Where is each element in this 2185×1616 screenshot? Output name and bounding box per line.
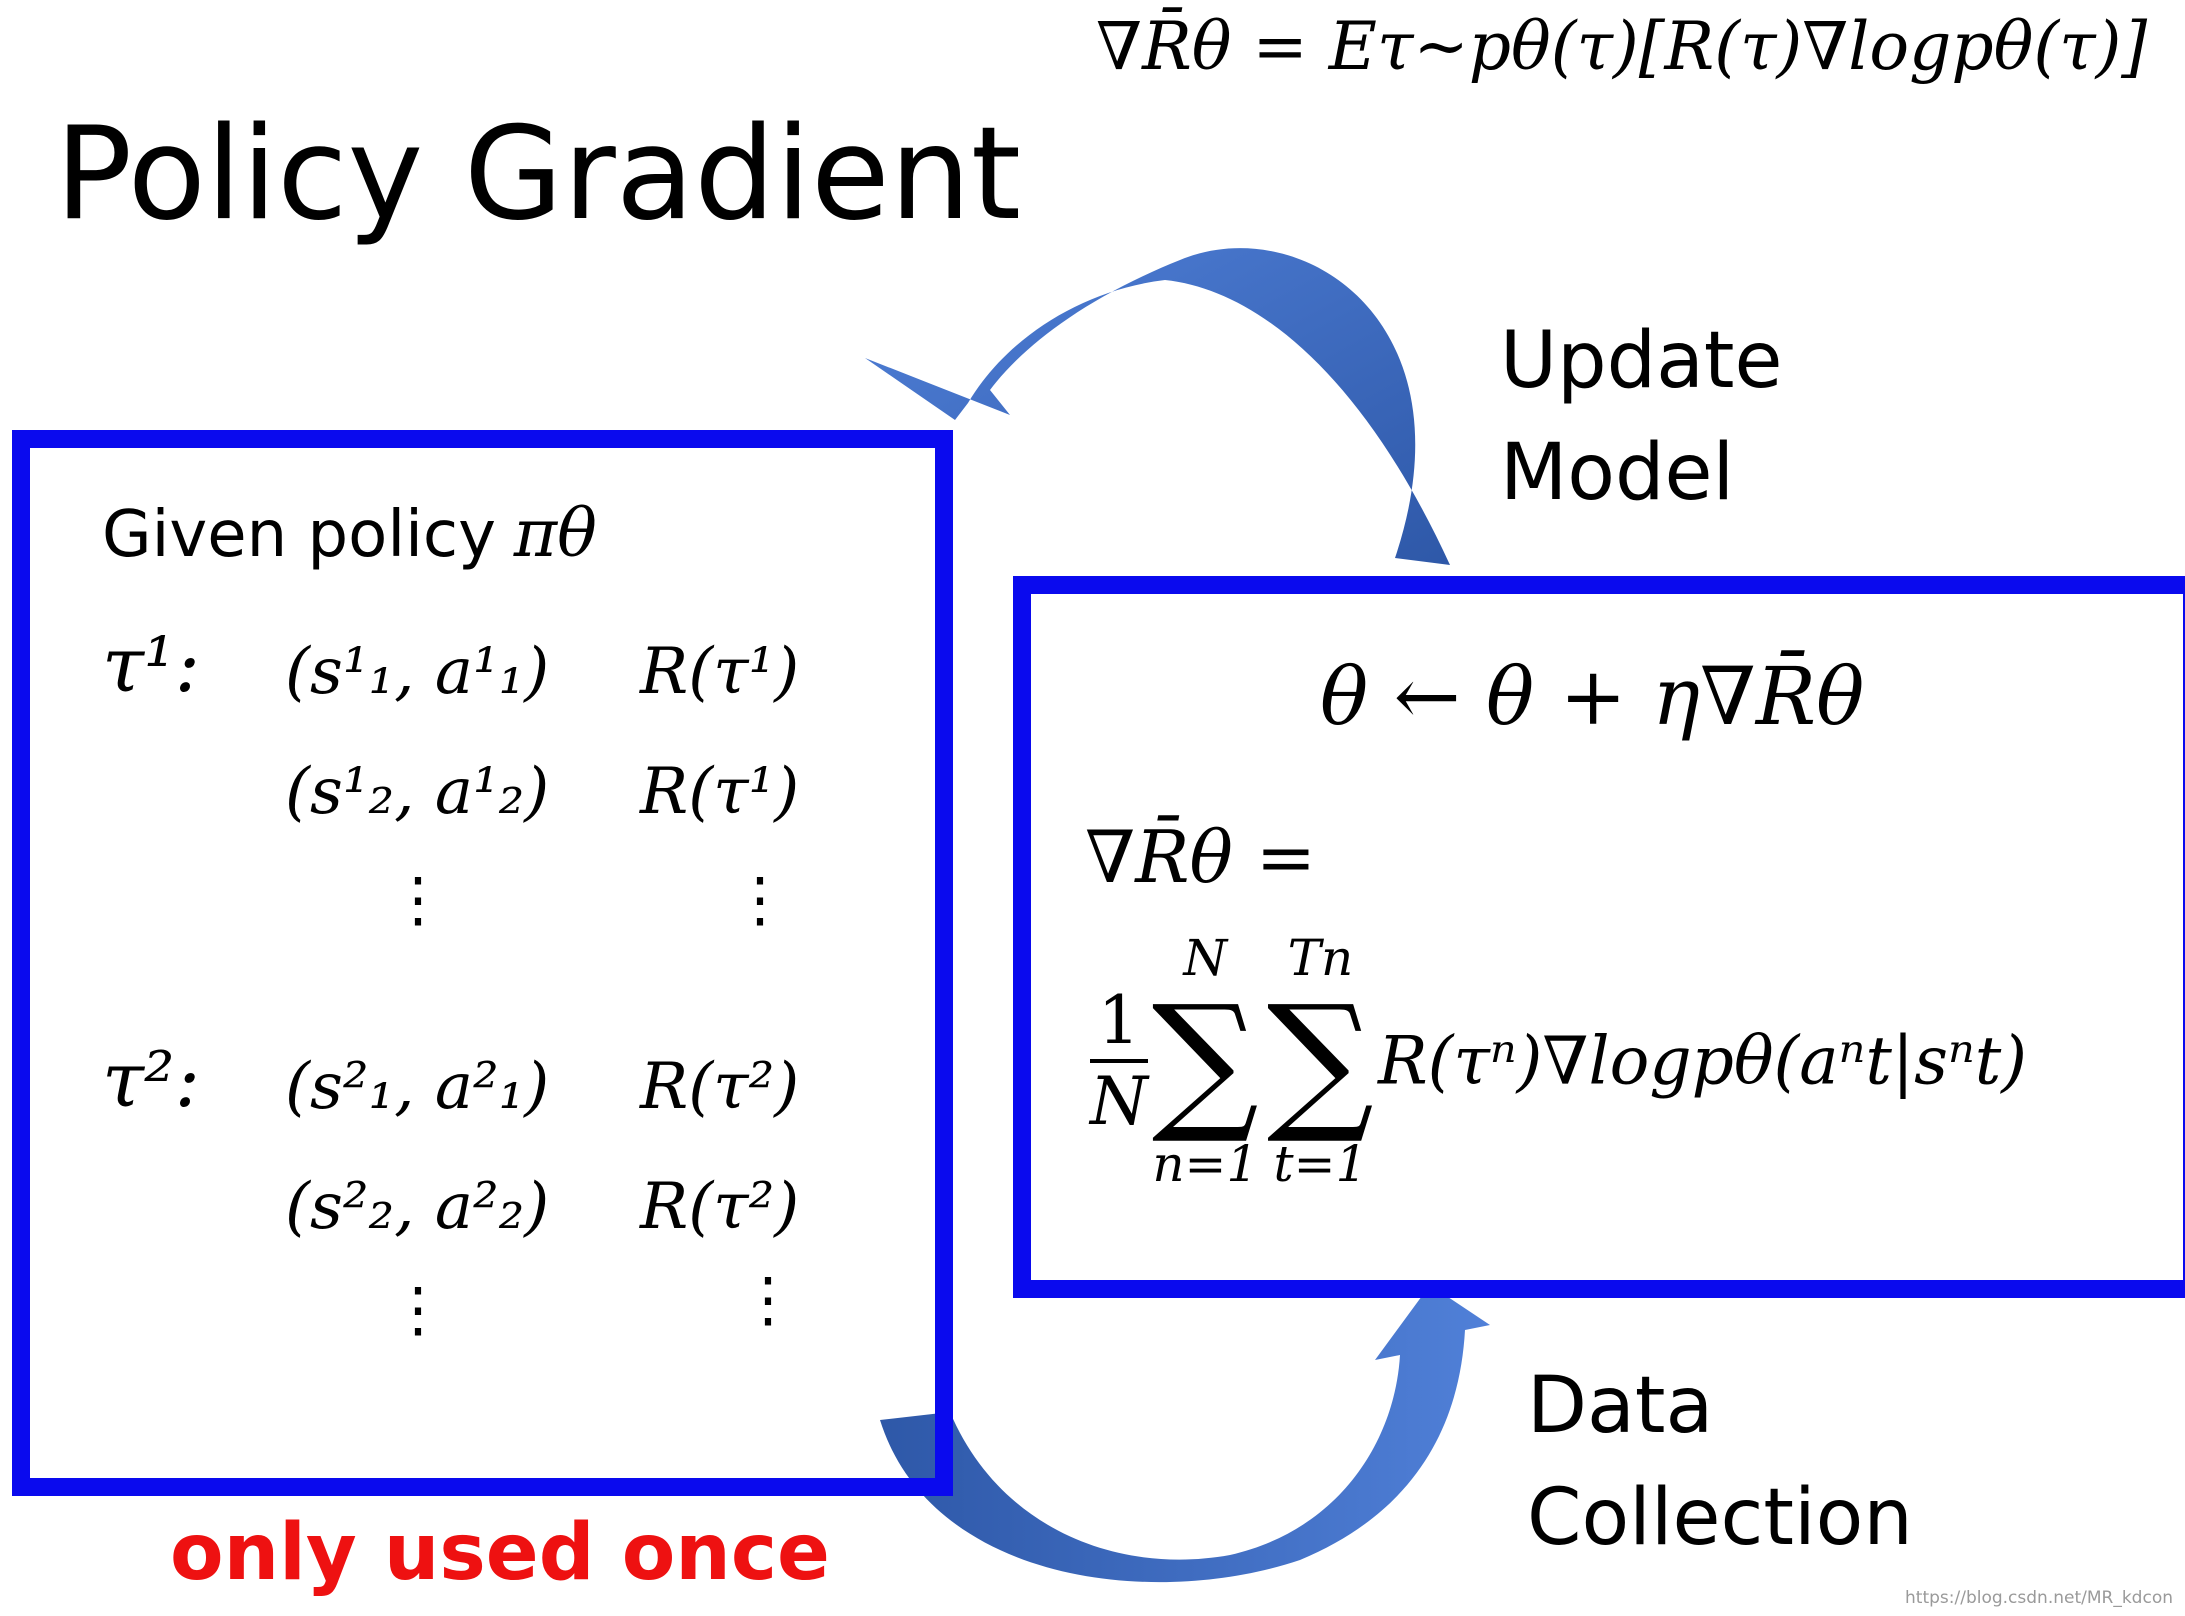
gradient-estimate: 1 N N ∑ n=1 Tn ∑ t=1 R(τⁿ)∇logpθ(aⁿt|sⁿt… — [1090, 930, 2027, 1192]
reward-value: R(τ²) — [640, 1170, 800, 1244]
gradient-lhs: ∇R̄θ = — [1085, 815, 1317, 899]
sum-upper-limit: Tn — [1287, 929, 1354, 987]
policy-symbol: πθ — [513, 495, 597, 572]
state-action-pair: (s¹₁, a¹₁) — [285, 635, 550, 709]
reward-value: R(τ¹) — [640, 635, 800, 709]
ellipsis-vertical: ⋮ — [388, 1275, 448, 1345]
watermark: https://blog.csdn.net/MR_kdcon — [1905, 1588, 2173, 1608]
trajectory-box — [12, 430, 953, 1496]
update-label-line: Update — [1500, 316, 1783, 406]
sum-over-timesteps: Tn ∑ t=1 — [1267, 930, 1374, 1192]
data-collection-label: Data Collection — [1527, 1350, 1913, 1574]
fraction-numerator: 1 — [1090, 982, 1148, 1063]
slide-title: Policy Gradient — [55, 100, 1021, 249]
update-model-label: Update Model — [1500, 305, 1782, 529]
sum-lower-limit: t=1 — [1273, 1135, 1368, 1193]
trajectory-label-2: τ²: — [102, 1035, 201, 1124]
reward-value: R(τ²) — [640, 1050, 800, 1124]
update-label-line: Model — [1500, 428, 1735, 518]
data-label-line: Data — [1527, 1361, 1714, 1451]
only-used-once-note: only used once — [170, 1508, 830, 1598]
average-fraction: 1 N — [1090, 982, 1148, 1140]
ellipsis-vertical: ⋮ — [738, 1265, 798, 1335]
state-action-pair: (s¹₂, a¹₂) — [285, 755, 550, 829]
sum-over-trajectories: N ∑ n=1 — [1152, 930, 1259, 1192]
update-model-arrow — [865, 248, 1450, 565]
fraction-denominator: N — [1090, 1063, 1148, 1140]
sum-symbol: ∑ — [1266, 974, 1374, 1148]
sum-upper-limit: N — [1183, 929, 1228, 987]
objective-gradient-formula: ∇R̄θ = Eτ~pθ(τ)[R(τ)∇logpθ(τ)] — [1096, 8, 2148, 85]
reward-value: R(τ¹) — [640, 755, 800, 829]
ellipsis-vertical: ⋮ — [388, 865, 448, 935]
summand: R(τⁿ)∇logpθ(aⁿt|sⁿt) — [1377, 1022, 2028, 1100]
given-policy-text: Given policy — [102, 498, 496, 572]
parameter-update-rule: θ ← θ + η∇R̄θ — [1320, 650, 1865, 743]
data-label-line: Collection — [1527, 1473, 1913, 1563]
sum-lower-limit: n=1 — [1152, 1135, 1259, 1193]
sum-symbol: ∑ — [1151, 974, 1259, 1148]
data-collection-arrow — [880, 1285, 1490, 1583]
ellipsis-vertical: ⋮ — [730, 865, 790, 935]
state-action-pair: (s²₂, a²₂) — [285, 1170, 550, 1244]
update-box — [1013, 576, 2185, 1298]
state-action-pair: (s²₁, a²₁) — [285, 1050, 550, 1124]
trajectory-label-1: τ¹: — [102, 620, 201, 709]
given-policy-label: Given policy πθ — [102, 495, 597, 572]
